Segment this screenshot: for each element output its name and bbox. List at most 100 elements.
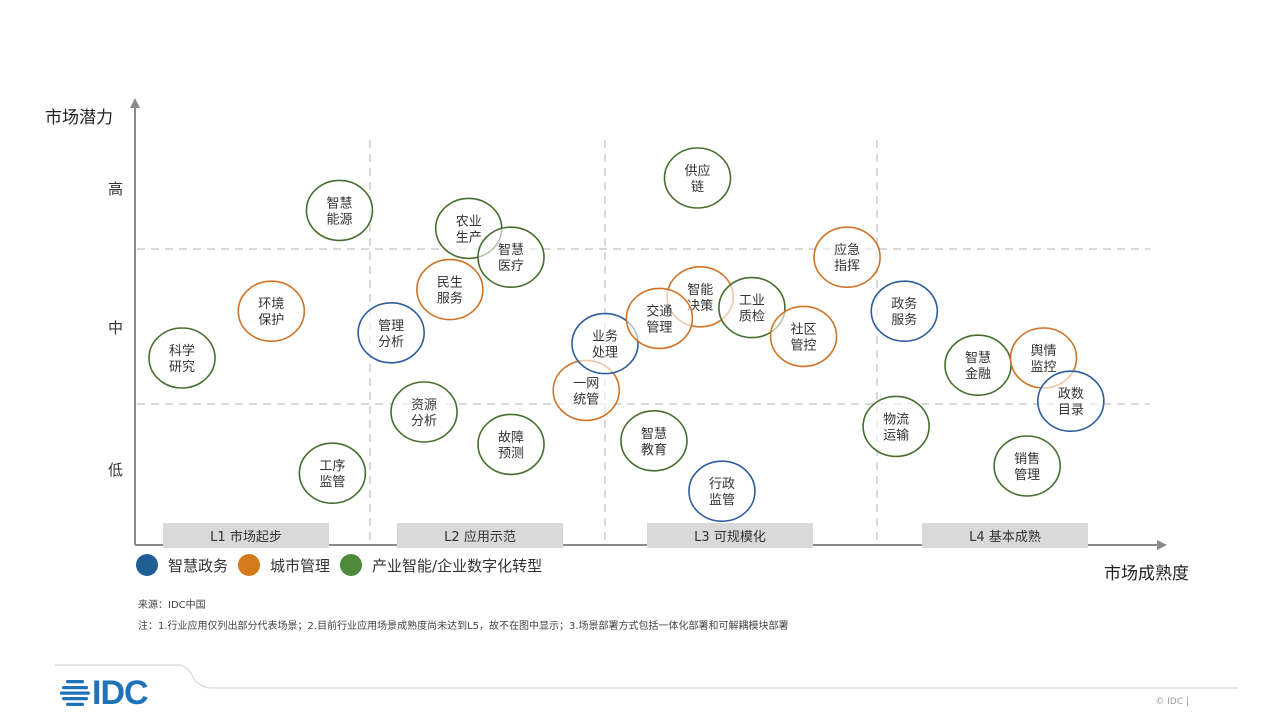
bubble-industry-25 [993, 435, 1061, 497]
bubble-label-5-0: 农业 [456, 214, 482, 229]
bubble-label-18-1: 教育 [641, 442, 667, 458]
bubble-label-22-0: 智慧 [965, 350, 991, 366]
bubble-industry-12 [663, 147, 732, 209]
legend-label-gov: 智慧政务 [168, 556, 229, 575]
source-note: 来源：IDC中国 [138, 600, 206, 611]
legend-label-industry: 产业智能/企业数字化转型 [372, 556, 543, 575]
footnote: 注：1.行业应用仅列出部分代表场景；2.目前行业应用场景成熟度尚未达到L5，故不… [138, 621, 789, 632]
bubble-label-0-1: 能源 [326, 212, 352, 227]
bubble-label-24-0: 政数 [1058, 387, 1084, 402]
bubble-city-7 [416, 258, 484, 321]
bubble-label-20-0: 政务 [891, 296, 917, 312]
bubble-gov-24 [1037, 370, 1105, 433]
idc-logo: IDC [60, 674, 149, 712]
bubble-label-23-0: 舆情 [1031, 344, 1057, 359]
legend-label-city: 城市管理 [270, 556, 331, 575]
legend-dot-city [238, 554, 261, 576]
bubble-label-14-1: 管理 [646, 320, 672, 335]
bubble-label-4-1: 监管 [319, 475, 345, 490]
y-tick-high: 高 [108, 180, 124, 198]
bubble-gov-20 [870, 280, 939, 343]
bubble-industry-15 [718, 276, 786, 339]
bubble-industry-4 [298, 442, 367, 505]
globe-icon [60, 680, 90, 706]
bubble-city-16 [813, 226, 881, 289]
bubble-label-8-0: 资源 [411, 398, 437, 413]
bubble-industry-6 [477, 226, 545, 289]
bubble-gov-19 [688, 460, 756, 523]
bubble-label-13-1: 决策 [687, 298, 713, 314]
bubble-industry-0 [305, 179, 374, 242]
bubble-label-13-0: 智能 [687, 283, 713, 298]
copyright: © IDC | [1155, 697, 1189, 707]
bubble-industry-9 [477, 413, 545, 476]
bubble-label-19-1: 监管 [709, 493, 735, 508]
bubble-label-22-1: 金融 [965, 366, 991, 382]
bubble-label-25-1: 管理 [1014, 468, 1040, 483]
bubble-label-8-1: 分析 [411, 414, 437, 429]
bubble-label-7-1: 服务 [437, 291, 463, 307]
x-axis-title: 市场成熟度 [1104, 564, 1189, 584]
bubble-industry-21 [862, 395, 930, 458]
bubble-label-4-0: 工序 [319, 459, 345, 474]
x-axis-arrow [1157, 540, 1167, 550]
bubble-label-14-0: 交通 [646, 303, 672, 319]
bubble-label-9-0: 故障 [498, 430, 524, 445]
bubble-label-3-0: 管理 [378, 319, 404, 334]
bubble-label-5-1: 生产 [456, 230, 482, 245]
bubble-label-11-0: 业务 [592, 329, 618, 345]
bubble-label-6-1: 医疗 [498, 259, 524, 274]
bubble-label-12-0: 供应 [684, 163, 710, 179]
bubble-city-1 [237, 280, 306, 343]
legend-dot-gov [136, 554, 158, 576]
bubble-industry-18 [620, 409, 688, 472]
bubble-label-23-1: 监控 [1031, 360, 1057, 375]
bubble-label-16-1: 指挥 [834, 259, 860, 274]
legend-item-city: 城市管理 [238, 554, 330, 576]
bubble-label-18-0: 智慧 [641, 426, 667, 442]
legend-item-industry: 产业智能/企业数字化转型 [340, 554, 542, 576]
y-axis-arrow [130, 98, 140, 108]
bubble-label-2-1: 研究 [169, 360, 195, 375]
stage-label-l4: L4 基本成熟 [922, 523, 1088, 548]
stage-label-l2: L2 应用示范 [397, 523, 563, 548]
bubble-label-10-0: 一网 [573, 376, 599, 391]
bubble-label-15-0: 工业 [739, 294, 765, 309]
legend: 智慧政务 城市管理 产业智能/企业数字化转型 [136, 554, 552, 576]
bubble-city-14 [625, 287, 694, 350]
bubble-label-19-0: 行政 [709, 477, 735, 492]
bubble-label-0-0: 智慧 [326, 195, 352, 211]
bubble-gov-11 [571, 312, 639, 375]
bubble-label-3-1: 分析 [378, 335, 404, 350]
bubble-label-25-0: 销售 [1014, 451, 1040, 467]
bubble-label-17-1: 管控 [791, 338, 817, 353]
stage-label-l3: L3 可规模化 [647, 523, 813, 548]
bubble-label-10-1: 统管 [573, 392, 599, 407]
logo-text: IDC [92, 674, 149, 712]
bubble-label-17-0: 社区 [791, 321, 817, 337]
bubble-label-15-1: 质检 [739, 310, 765, 325]
bubble-industry-2 [148, 327, 216, 389]
bubble-label-21-1: 运输 [883, 427, 909, 443]
bubble-label-12-1: 链 [691, 180, 704, 195]
y-tick-mid: 中 [108, 319, 124, 337]
bubble-label-16-0: 应急 [834, 242, 860, 258]
bubble-label-1-1: 保护 [258, 313, 284, 328]
bubble-label-6-0: 智慧 [498, 242, 524, 258]
bubble-label-21-0: 物流 [883, 412, 909, 427]
bubble-label-24-1: 目录 [1058, 403, 1084, 418]
bubble-label-7-0: 民生 [437, 276, 463, 291]
bubble-industry-8 [390, 381, 458, 443]
bubble-label-20-1: 服务 [891, 312, 917, 328]
bubble-label-1-0: 环境 [258, 297, 284, 312]
legend-dot-industry [340, 554, 363, 576]
bubble-gov-3 [357, 301, 425, 364]
bubble-label-11-1: 处理 [592, 346, 618, 361]
stage-label-l1: L1 市场起步 [163, 523, 329, 548]
y-axis-title: 市场潜力 [45, 108, 113, 128]
bubble-label-2-0: 科学 [169, 343, 195, 359]
bubble-label-9-1: 预测 [498, 446, 524, 461]
legend-item-gov: 智慧政务 [136, 554, 228, 576]
